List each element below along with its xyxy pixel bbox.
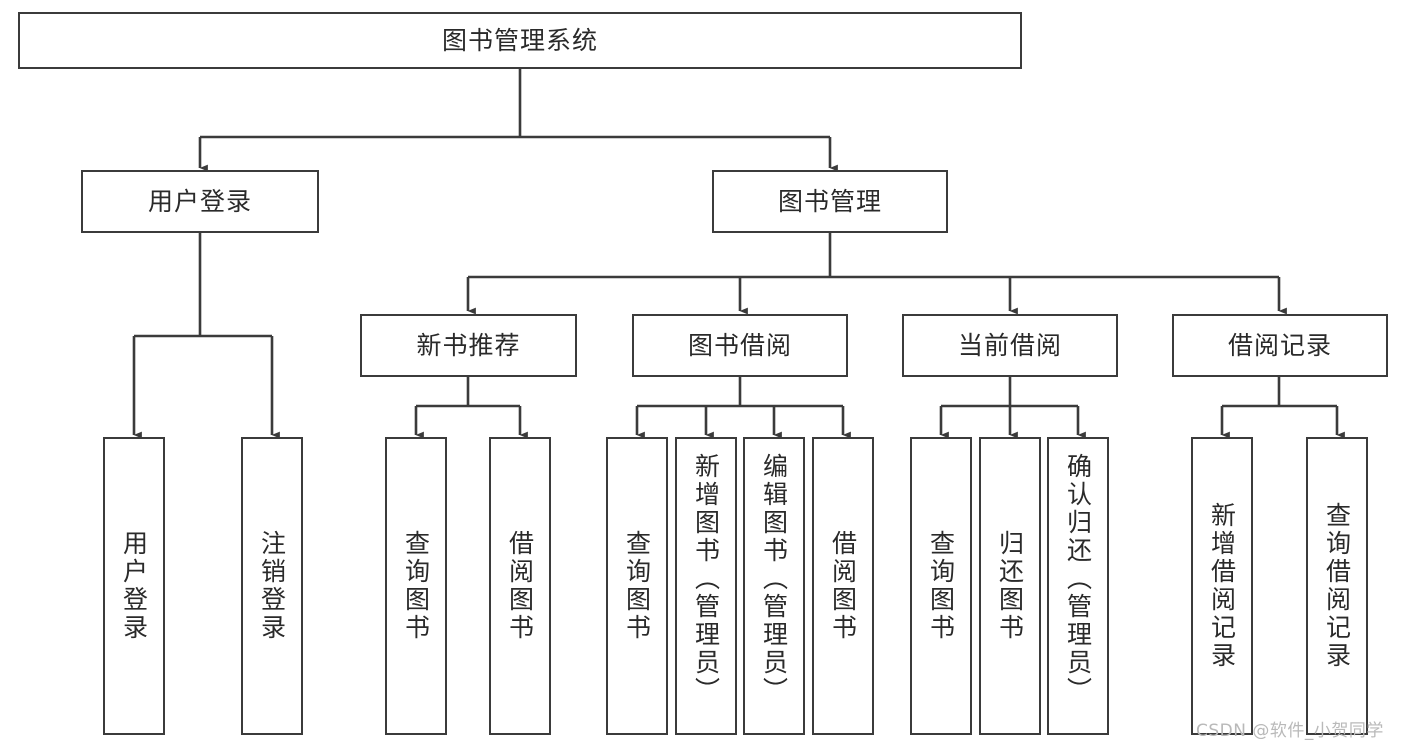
node-module-book-management[interactable]: 图书管理: [712, 170, 948, 233]
node-label: 查询图书: [622, 530, 652, 642]
node-label: 查询借阅记录: [1322, 502, 1352, 670]
node-label: 当前借阅: [957, 330, 1062, 360]
node-leaf-confirm-return-admin[interactable]: 确认归还（管理员）: [1047, 437, 1109, 735]
node-label: 编辑图书（管理员）: [759, 453, 789, 705]
node-leaf-query-book-recommend[interactable]: 查询图书: [385, 437, 447, 735]
node-label: 用户登录: [119, 530, 149, 642]
node-label: 新增借阅记录: [1207, 502, 1237, 670]
node-leaf-user-logout[interactable]: 注销登录: [241, 437, 303, 735]
node-label: 新增图书（管理员）: [691, 453, 721, 705]
node-label: 归还图书: [995, 530, 1025, 642]
node-leaf-query-book-borrow[interactable]: 查询图书: [606, 437, 668, 735]
node-submodule-book-borrow[interactable]: 图书借阅: [632, 314, 848, 377]
node-label: 新书推荐: [416, 330, 521, 360]
node-leaf-add-borrow-record[interactable]: 新增借阅记录: [1191, 437, 1253, 735]
csdn-watermark: CSDN @软件_小贺同学: [1196, 721, 1384, 741]
node-leaf-return-book[interactable]: 归还图书: [979, 437, 1041, 735]
node-label: 查询图书: [401, 530, 431, 642]
node-leaf-edit-book-admin[interactable]: 编辑图书（管理员）: [743, 437, 805, 735]
node-submodule-new-book-recommend[interactable]: 新书推荐: [360, 314, 577, 377]
node-label: 借阅图书: [505, 530, 535, 642]
node-label: 确认归还（管理员）: [1063, 453, 1093, 705]
node-leaf-user-login[interactable]: 用户登录: [103, 437, 165, 735]
node-submodule-borrow-record[interactable]: 借阅记录: [1172, 314, 1388, 377]
node-leaf-borrow-book[interactable]: 借阅图书: [812, 437, 874, 735]
node-module-user-login[interactable]: 用户登录: [81, 170, 319, 233]
node-label: 查询图书: [926, 530, 956, 642]
node-leaf-add-book-admin[interactable]: 新增图书（管理员）: [675, 437, 737, 735]
node-label: 借阅图书: [828, 530, 858, 642]
node-leaf-query-book-current[interactable]: 查询图书: [910, 437, 972, 735]
node-submodule-current-borrow[interactable]: 当前借阅: [902, 314, 1118, 377]
node-label: 用户登录: [147, 186, 252, 216]
node-label: 借阅记录: [1227, 330, 1332, 360]
node-label: 图书管理系统: [441, 25, 598, 55]
node-leaf-query-borrow-record[interactable]: 查询借阅记录: [1306, 437, 1368, 735]
node-label: 注销登录: [257, 530, 287, 642]
node-label: 图书借阅: [687, 330, 792, 360]
node-leaf-borrow-book-recommend[interactable]: 借阅图书: [489, 437, 551, 735]
node-root-system[interactable]: 图书管理系统: [18, 12, 1022, 69]
node-label: 图书管理: [777, 186, 882, 216]
